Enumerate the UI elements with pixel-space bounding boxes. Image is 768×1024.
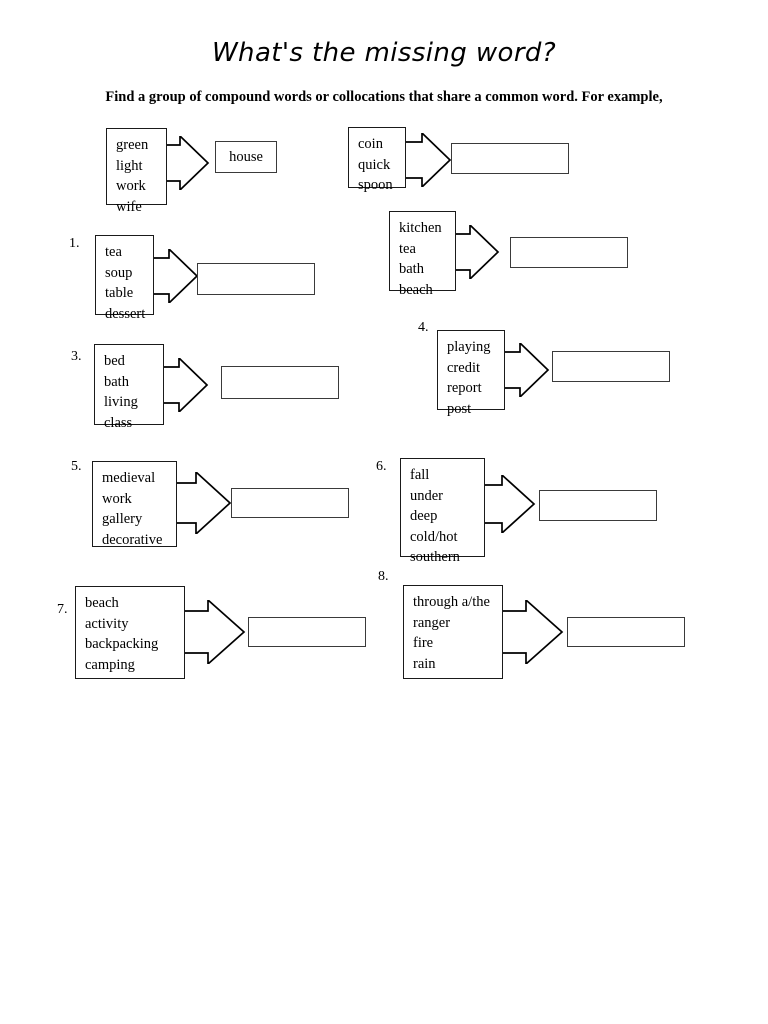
item-number: 6. [376, 459, 387, 474]
word-list-box: medieval work gallery decorative [92, 461, 177, 548]
word-item: cold/hot [410, 528, 458, 545]
word-item: medieval [102, 470, 156, 486]
word-item: through a/the [413, 594, 490, 610]
item-number: 8. [378, 569, 389, 584]
answer-box[interactable] [510, 237, 628, 268]
word-item: table [105, 285, 134, 301]
page-title: What's the missing word? [211, 38, 557, 68]
word-item: beach [85, 595, 119, 611]
word-item: report [447, 380, 482, 396]
word-item: tea [399, 240, 416, 257]
answer-box[interactable] [567, 617, 685, 647]
word-item: rain [413, 655, 436, 672]
item-number: 4. [418, 320, 429, 335]
block-arrow-icon [158, 136, 210, 190]
block-arrow-icon [170, 472, 232, 534]
word-item: backpacking [85, 636, 159, 652]
word-item: deep [410, 508, 438, 524]
word-item: tea [105, 244, 122, 260]
item-number: 3. [71, 349, 82, 364]
instruction-text: Find a group of compound words or colloc… [105, 89, 663, 105]
word-item: gallery [102, 511, 143, 527]
word-item: credit [447, 359, 481, 376]
word-item: playing [447, 339, 491, 355]
item-number: 5. [71, 459, 82, 474]
word-list-box: tea soup table dessert [95, 235, 154, 322]
word-item: green [116, 137, 149, 153]
answer-text: house [229, 149, 263, 165]
answer-box[interactable] [248, 617, 366, 647]
word-item: kitchen [399, 220, 442, 236]
block-arrow-icon [448, 225, 500, 279]
block-arrow-icon [157, 358, 209, 412]
word-item: beach [399, 281, 433, 298]
word-item: activity [85, 615, 129, 632]
word-item: decorative [102, 531, 163, 548]
word-item: post [447, 400, 472, 417]
word-list-box: green light work wife [106, 128, 167, 215]
block-arrow-icon [147, 249, 199, 303]
block-arrow-icon [496, 600, 564, 664]
word-item: wife [116, 198, 142, 215]
block-arrow-icon [478, 475, 536, 533]
word-item: bath [104, 373, 129, 390]
answer-box[interactable]: house [215, 141, 277, 173]
word-item: under [410, 487, 444, 504]
word-list-box: playing credit report post [437, 330, 505, 417]
word-list-box: kitchen tea bath beach [389, 211, 456, 298]
word-item: fire [413, 635, 434, 651]
word-list-box: through a/the ranger fire rain [403, 585, 503, 679]
word-item: dessert [105, 305, 146, 322]
answer-box[interactable] [231, 488, 349, 518]
item-number: 7. [57, 602, 68, 617]
word-item: soup [105, 264, 133, 281]
word-item: quick [358, 156, 391, 173]
answer-box[interactable] [221, 366, 339, 399]
word-item: ranger [413, 614, 451, 631]
word-list-box: coin quick spoon [348, 127, 406, 193]
word-list-box: fall under deep cold/hot southern [400, 458, 485, 565]
word-item: living [104, 394, 138, 410]
block-arrow-icon [400, 133, 452, 187]
word-list-box: bed bath living class [94, 344, 164, 431]
word-item: southern [410, 549, 460, 565]
word-item: fall [410, 467, 430, 483]
answer-box[interactable] [539, 490, 657, 521]
answer-box[interactable] [197, 263, 315, 295]
word-item: coin [358, 136, 383, 152]
word-item: camping [85, 656, 135, 673]
word-item: spoon [358, 177, 393, 193]
block-arrow-icon [498, 343, 550, 397]
word-item: class [104, 414, 133, 431]
word-list-box: beach activity backpacking camping [75, 586, 185, 679]
block-arrow-icon [178, 600, 246, 664]
word-item: bed [104, 353, 125, 369]
word-item: work [116, 178, 146, 194]
answer-box[interactable] [451, 143, 569, 174]
word-item: light [116, 157, 143, 174]
item-number: 1. [69, 236, 80, 251]
answer-box[interactable] [552, 351, 670, 382]
word-item: work [102, 490, 132, 507]
word-item: bath [399, 261, 424, 277]
